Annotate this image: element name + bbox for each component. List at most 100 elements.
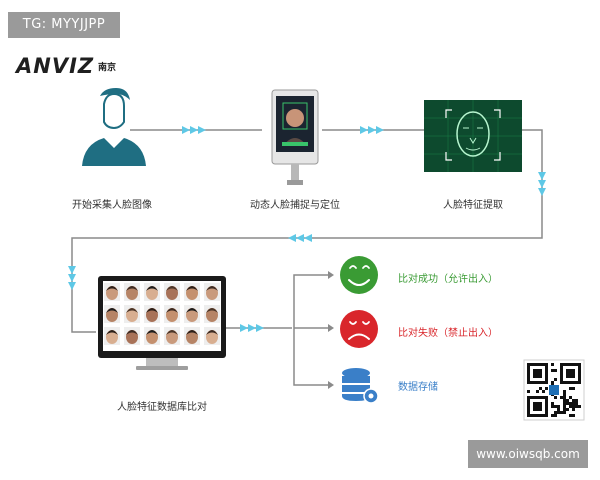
frown-icon [340,310,378,348]
face-thumbnail-hair [186,286,198,291]
qr-module [551,363,554,366]
qr-module [542,390,545,393]
qr-module [569,387,572,390]
face-thumbnail-hair [146,330,158,335]
qr-module [557,405,560,408]
face-thumbnail-face [146,308,158,322]
face-thumbnail-face [186,330,198,344]
face-scan-icon [424,100,522,172]
qr-module [554,405,557,408]
qr-module [575,399,578,402]
face-thumbnail-face [166,308,178,322]
qr-module [554,378,557,381]
step-label-detect: 动态人脸捕捉与定位 [250,200,340,211]
qr-module [569,405,572,408]
qr-module [539,387,542,390]
face-thumbnail-face [126,330,138,344]
qr-module [554,396,557,399]
face-thumbnail-face [126,308,138,322]
face-thumbnail-face [186,286,198,300]
face-thumbnail-face [146,330,158,344]
qr-module [551,402,554,405]
face-thumbnail-hair [166,286,178,291]
face-thumbnail-hair [106,286,118,291]
flow-arrows [68,126,546,332]
tag-banner: TG: MYYJJPP [8,12,120,38]
qr-module [545,387,548,390]
arrow-down [68,266,76,290]
qr-module [554,411,557,414]
qr-module [575,405,578,408]
outcome-label-storage: 数据存储 [398,382,438,393]
qr-module [557,411,560,414]
qr-module [563,390,566,393]
smile-icon [340,256,378,294]
arrow-right [182,126,206,134]
arrow-left [288,234,312,242]
face-thumbnail-face [126,286,138,300]
database-gear-icon [342,368,379,404]
watermark: www.oiwsqb.com [468,440,588,468]
qr-module [554,369,557,372]
qr-module [560,396,563,399]
qr-module [569,396,572,399]
face-thumbnail-face [206,308,218,322]
face-thumbnail-hair [126,286,138,291]
face-thumbnail-face [106,308,118,322]
qr-module [554,414,557,417]
qr-module [563,411,566,414]
face-database-monitor-icon [98,276,226,370]
qr-module [563,408,566,411]
qr-module [572,408,575,411]
arrow-right [360,126,384,134]
brand-logo: ANVIZ [16,54,95,78]
qr-module [563,399,566,402]
outcome-label-success: 比对成功（允许出入） [398,274,498,285]
qr-module [572,399,575,402]
outcome-arrowheads [328,271,334,389]
qr-finder [533,369,542,378]
step-label-extract: 人脸特征提取 [443,200,503,211]
qr-module [569,402,572,405]
brand-city: 南京 [98,63,117,73]
face-thumbnail-hair [186,308,198,313]
qr-module [569,414,572,417]
face-thumbnail-hair [166,308,178,313]
qr-module [536,390,539,393]
qr-module [572,387,575,390]
face-thumbnail-face [146,286,158,300]
step-label-capture: 开始采集人脸图像 [72,200,152,211]
qr-module [551,381,554,384]
face-thumbnail-hair [126,308,138,313]
qr-module [575,402,578,405]
qr-module [527,390,530,393]
qr-logo [549,385,559,395]
face-thumbnail-face [166,286,178,300]
qr-finder [533,402,542,411]
qr-module [566,402,569,405]
qr-module [566,399,569,402]
face-thumbnail-face [206,330,218,344]
face-thumbnail-face [106,330,118,344]
step-label-compare: 人脸特征数据库比对 [117,402,207,413]
face-terminal-icon [271,89,319,185]
face-thumbnail-hair [186,330,198,335]
person-icon [82,88,146,166]
face-thumbnail-hair [146,286,158,291]
qr-finder [566,369,575,378]
face-thumbnail-face [186,308,198,322]
qr-module [572,414,575,417]
qr-module [551,369,554,372]
qr-module [563,402,566,405]
face-thumbnail-face [166,330,178,344]
face-thumbnail-hair [206,286,218,291]
face-thumbnail-hair [106,330,118,335]
qr-module [557,408,560,411]
face-thumbnail-hair [126,330,138,335]
qr-module [563,396,566,399]
face-thumbnail-hair [106,308,118,313]
face-thumbnail-hair [206,308,218,313]
face-thumbnail-hair [166,330,178,335]
face-thumbnail-face [106,286,118,300]
